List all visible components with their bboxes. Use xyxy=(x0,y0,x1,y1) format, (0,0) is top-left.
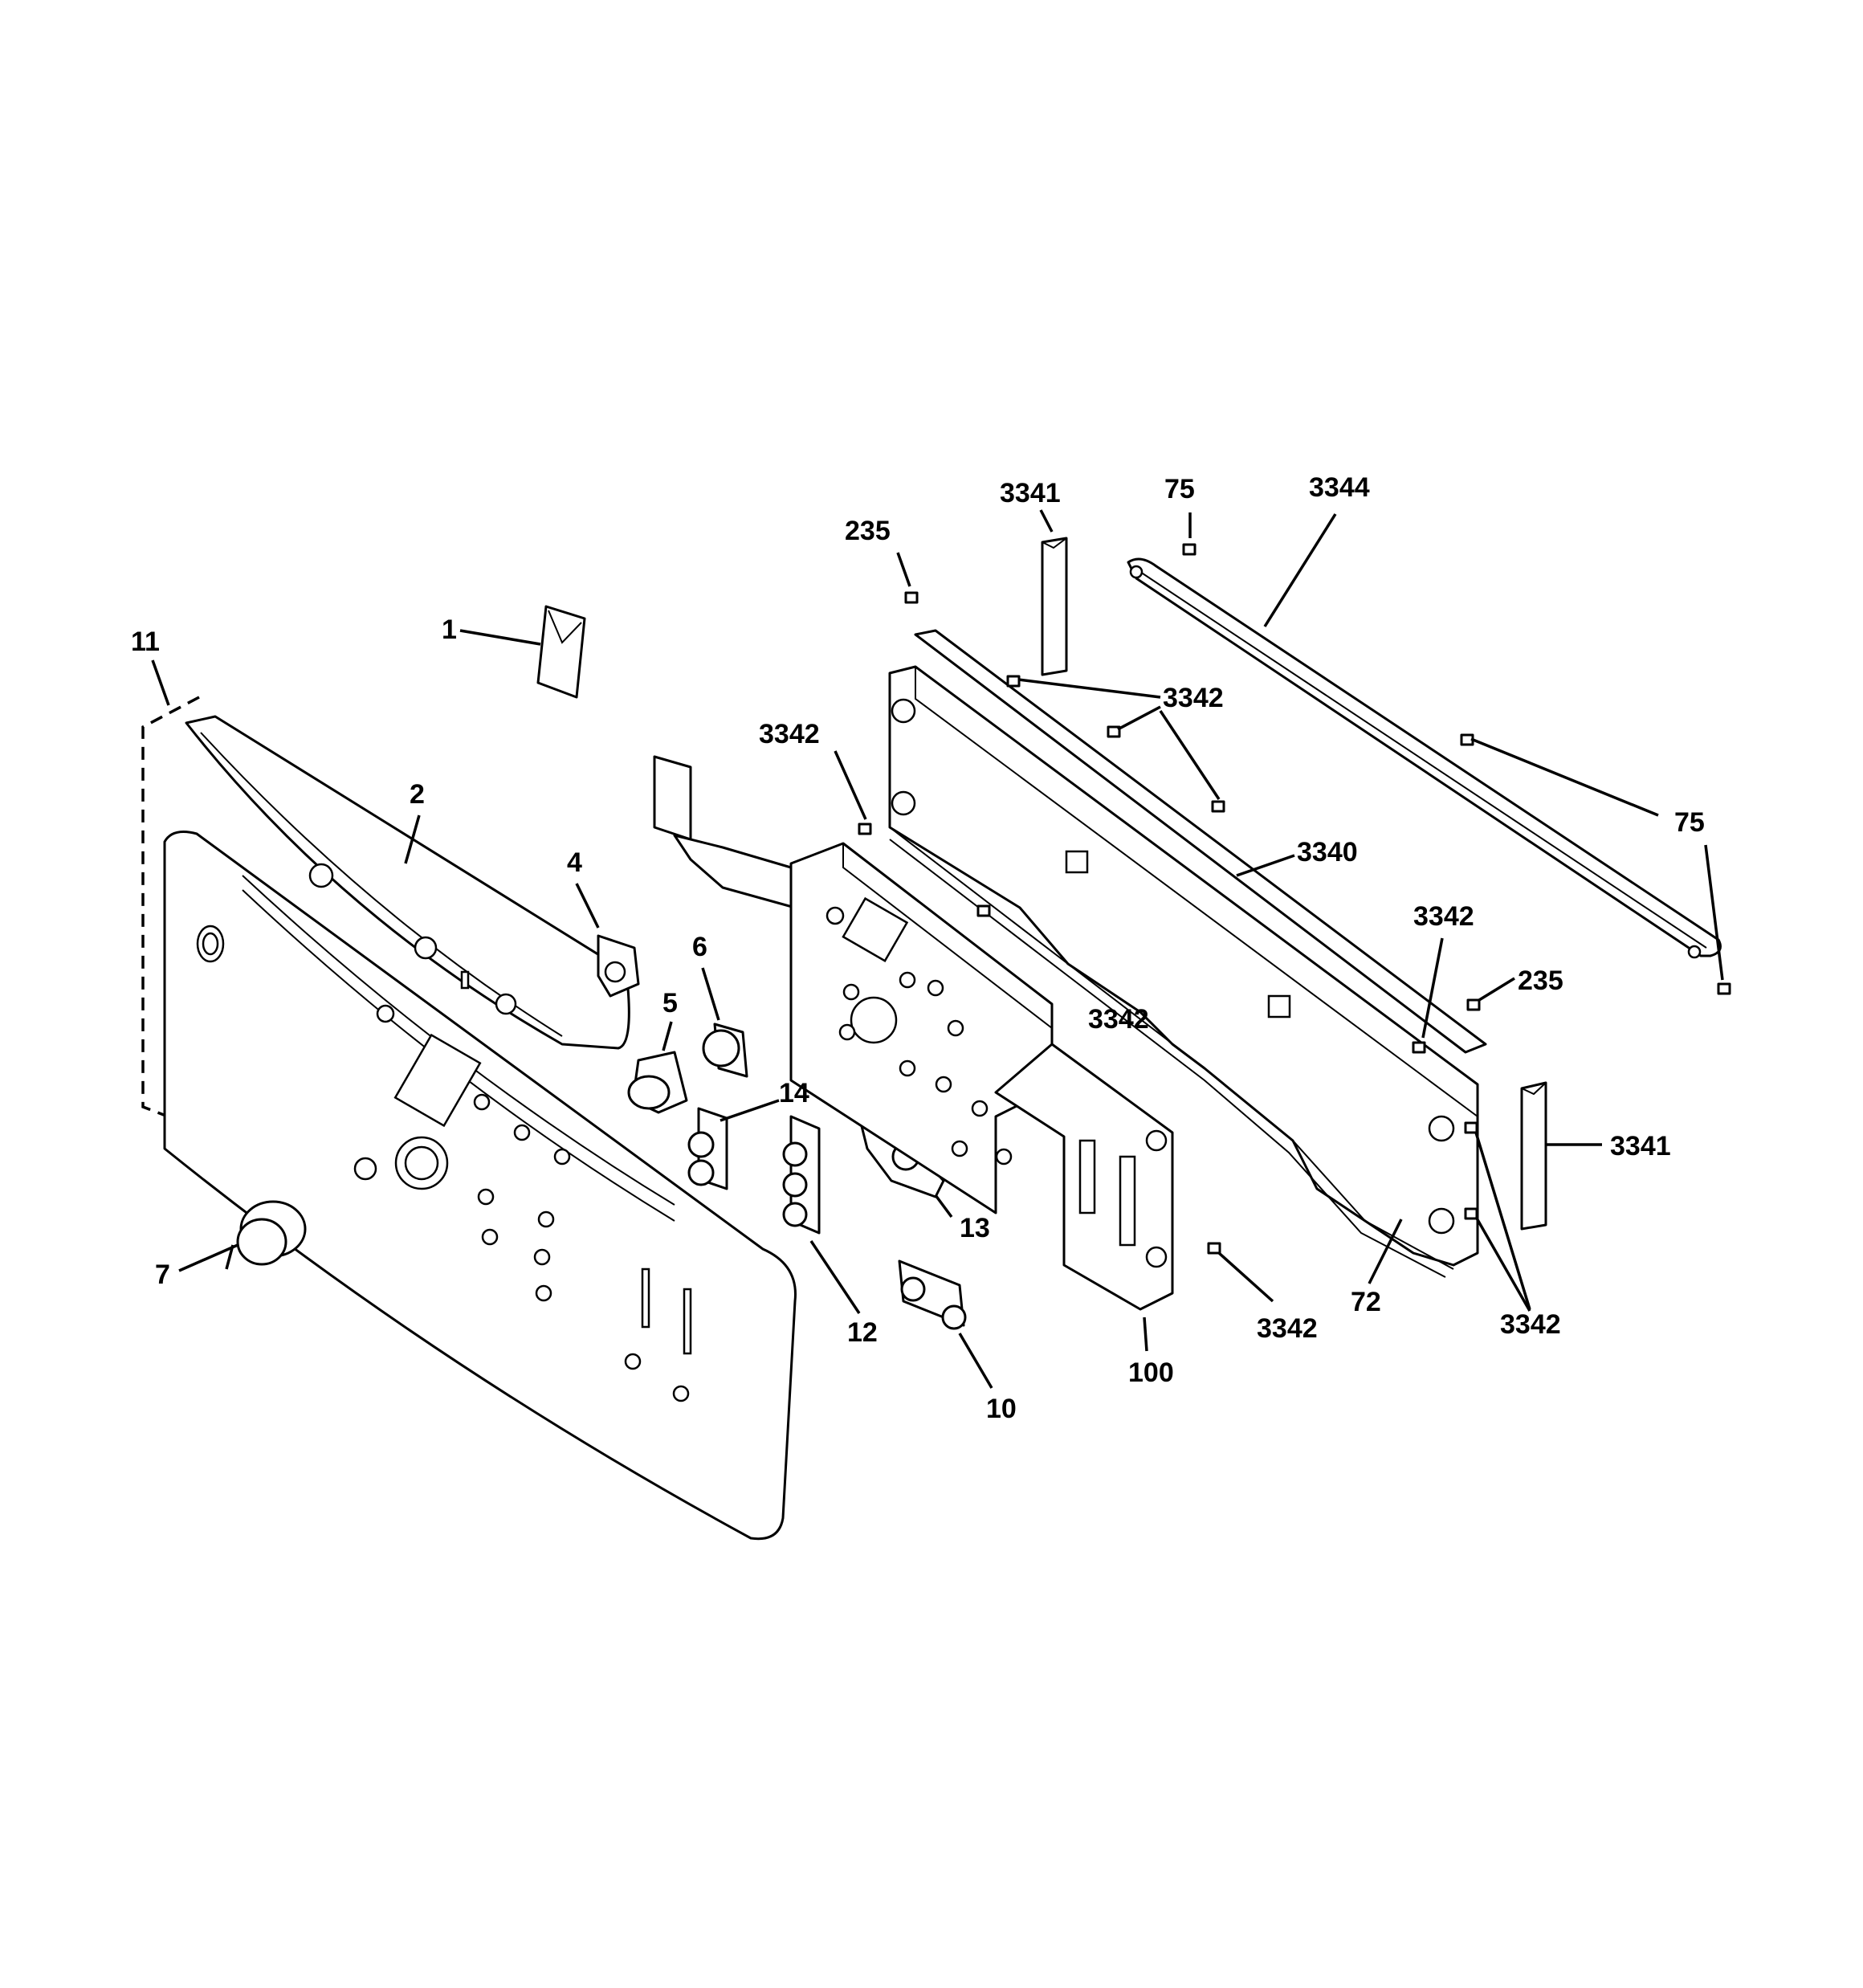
callout-3342-middle: 3342 xyxy=(1413,901,1474,932)
part-5-button-bracket xyxy=(627,1051,688,1114)
part-4-bracket xyxy=(597,934,640,998)
callout-5: 5 xyxy=(662,988,678,1018)
part-6-button xyxy=(702,1023,748,1078)
callout-1: 1 xyxy=(442,614,457,645)
callout-75-top: 75 xyxy=(1164,474,1195,504)
ribbon-cable xyxy=(653,755,797,909)
part-3340-rear-panel xyxy=(888,665,1479,1267)
callout-72: 72 xyxy=(1351,1287,1381,1317)
callout-235-right: 235 xyxy=(1518,965,1563,996)
callout-13: 11 xyxy=(131,627,160,657)
callout-labels: 11 1 2 4 5 6 7 14 12 13 10 100 72 75 334… xyxy=(131,472,1705,1424)
callout-12: 13 xyxy=(960,1213,990,1243)
callout-7: 7 xyxy=(155,1259,170,1290)
main-control-panel xyxy=(163,831,797,1541)
part-10-buttons xyxy=(898,1259,967,1330)
callout-4: 4 xyxy=(567,847,582,878)
callout-3341-top: 3341 xyxy=(1000,478,1061,508)
part-14-buttons xyxy=(687,1107,728,1190)
panel-top-bar xyxy=(914,629,1487,1054)
callout-3344: 3344 xyxy=(1309,472,1370,503)
callout-10: 10 xyxy=(986,1394,1017,1424)
control-board-housing xyxy=(789,842,1054,1214)
callout-2: 2 xyxy=(410,779,425,810)
callout-14: 14 xyxy=(779,1078,809,1108)
callout-75-right: 75 xyxy=(1674,807,1705,838)
callout-11: 12 xyxy=(847,1317,878,1348)
callout-235-top: 235 xyxy=(845,516,891,546)
part-100-control-board xyxy=(994,1043,1174,1311)
callout-3342-bottom-right: 3342 xyxy=(1500,1309,1561,1340)
callout-3341-right: 3341 xyxy=(1610,1131,1671,1161)
callout-3342-upper-right: 3342 xyxy=(1163,683,1224,713)
callout-3342-left: 3342 xyxy=(759,719,820,749)
part-3341-block-top xyxy=(1041,537,1068,676)
leader-lines xyxy=(151,509,1724,1389)
callout-3340: 3340 xyxy=(1297,837,1358,867)
part-1-label-card xyxy=(536,605,586,699)
part-11-button-strip xyxy=(782,1115,821,1235)
callout-3342-center: 3342 xyxy=(1088,1004,1149,1035)
part-7-knob xyxy=(236,1200,307,1266)
callout-100: 100 xyxy=(1128,1357,1174,1388)
part-3341-block-bottom xyxy=(1520,1081,1547,1231)
part-72-seal-strip xyxy=(889,827,1454,1278)
part-2-display-trim xyxy=(185,715,630,1050)
callout-6: 6 xyxy=(692,932,707,962)
callout-3342-bottom: 3342 xyxy=(1257,1313,1318,1344)
screws xyxy=(858,543,1731,1255)
